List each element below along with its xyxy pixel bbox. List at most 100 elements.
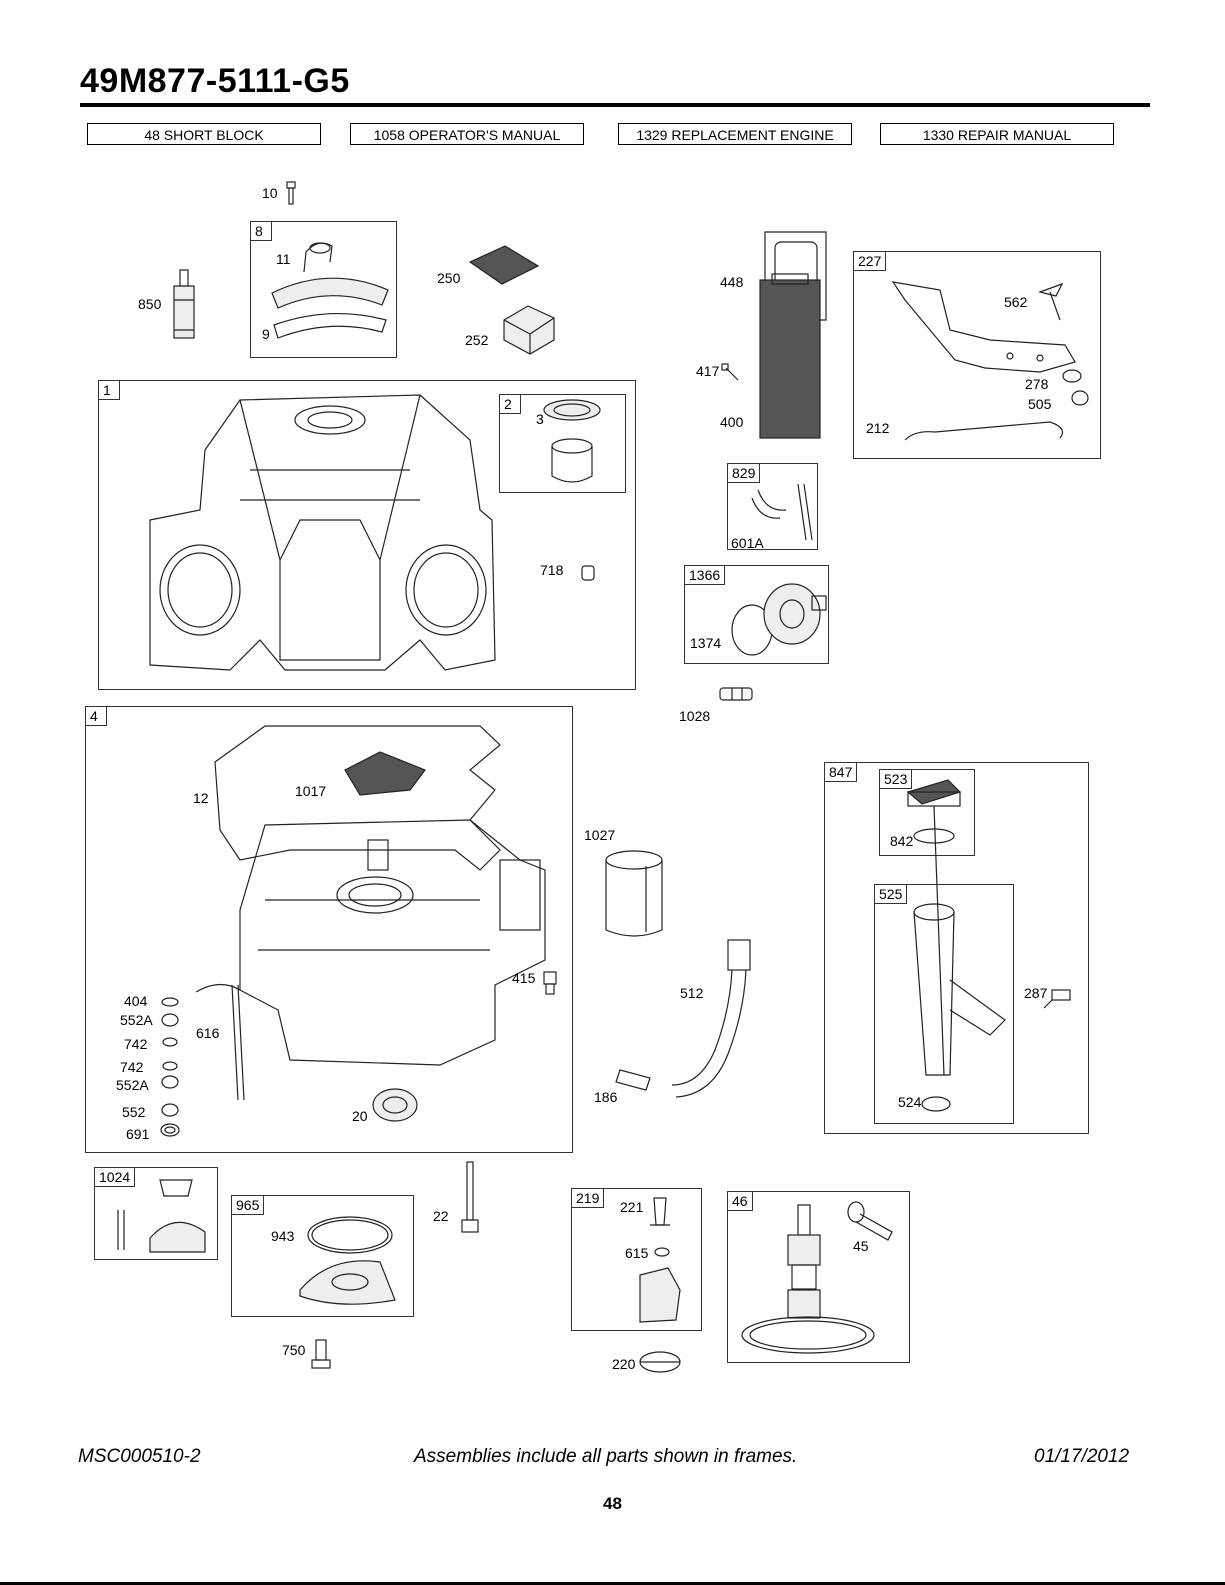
label-616: 616	[196, 1025, 220, 1041]
label-742-bottom: 742	[120, 1059, 144, 1075]
part-525-tube-drawing	[913, 903, 1006, 1076]
part-12-gasket-drawing	[214, 725, 501, 871]
part-850-sealant-tube-drawing	[173, 269, 195, 339]
frame-847[interactable]: 847	[824, 762, 1089, 1134]
label-22: 22	[433, 1208, 449, 1224]
frame-1024[interactable]: 1024	[94, 1167, 218, 1260]
label-842: 842	[890, 833, 914, 849]
label-552a-top: 552A	[120, 1012, 153, 1028]
part-20-seal-drawing	[372, 1088, 418, 1122]
operators-manual-link[interactable]: 1058 OPERATOR'S MANUAL	[350, 123, 584, 145]
label-742-top: 742	[124, 1036, 148, 1052]
part-943-ring-drawing	[307, 1216, 393, 1254]
label-505: 505	[1028, 396, 1052, 412]
part-562-stud-drawing	[1037, 282, 1064, 321]
frame-2-tag: 2	[500, 395, 521, 414]
frame-8-tag: 8	[251, 222, 272, 241]
label-20: 20	[352, 1108, 368, 1124]
label-850: 850	[138, 296, 162, 312]
label-250: 250	[437, 270, 461, 286]
part-552-bushing-drawing	[161, 1103, 179, 1117]
label-750: 750	[282, 1342, 306, 1358]
label-287: 287	[1024, 985, 1048, 1001]
frame-847-tag: 847	[825, 763, 858, 782]
frame-1366-tag: 1366	[685, 566, 726, 585]
frame-1-tag: 1	[99, 381, 120, 400]
label-415: 415	[512, 970, 536, 986]
part-220-gear-drawing	[639, 1351, 681, 1373]
frame-525-tag: 525	[875, 885, 908, 904]
label-524: 524	[898, 1094, 922, 1110]
part-601a-hose-drawing	[751, 483, 813, 541]
part-10-bolt-drawing	[286, 181, 296, 205]
part-4-sump-drawing	[239, 819, 546, 1066]
frame-227[interactable]: 227	[853, 251, 1101, 459]
part-212-link-drawing	[904, 421, 1063, 441]
replacement-engine-link[interactable]: 1329 REPLACEMENT ENGINE	[618, 123, 852, 145]
part-219-gear-drawing	[639, 1267, 681, 1323]
label-718: 718	[540, 562, 564, 578]
frame-1[interactable]: 1	[98, 380, 636, 690]
frame-965-tag: 965	[232, 1196, 265, 1215]
frame-4[interactable]: 4	[85, 706, 573, 1153]
part-252-foam-drawing	[503, 305, 555, 355]
part-45-lifter-drawing	[847, 1201, 893, 1241]
frame-219[interactable]: 219	[571, 1188, 702, 1331]
part-417-screw-drawing	[721, 363, 739, 381]
part-287-screw-drawing	[1043, 989, 1071, 1009]
label-212: 212	[866, 420, 890, 436]
label-186: 186	[594, 1089, 618, 1105]
label-943: 943	[271, 1228, 295, 1244]
label-691: 691	[126, 1126, 150, 1142]
frame-219-tag: 219	[572, 1189, 605, 1208]
page-title: 49M877-5111-G5	[80, 62, 350, 100]
part-524-oring-drawing	[921, 1096, 951, 1112]
part-742-clip2-drawing	[162, 1061, 178, 1071]
label-400: 400	[720, 414, 744, 430]
label-221: 221	[620, 1199, 644, 1215]
part-523-cap-drawing	[906, 779, 962, 807]
label-552a-bottom: 552A	[116, 1077, 149, 1093]
frame-1366[interactable]: 1366	[684, 565, 829, 664]
label-417: 417	[696, 363, 720, 379]
document-code: MSC000510-2	[78, 1446, 201, 1467]
part-616-shaft-drawing	[195, 983, 245, 1101]
part-221-pin-drawing	[650, 1197, 670, 1226]
footer-note: Assemblies include all parts shown in fr…	[414, 1446, 798, 1467]
label-45: 45	[853, 1238, 869, 1254]
label-3: 3	[536, 411, 544, 427]
frame-46[interactable]: 46	[727, 1191, 910, 1363]
frame-227-tag: 227	[854, 252, 887, 271]
frame-2[interactable]: 2	[499, 394, 626, 493]
frame-8[interactable]: 8	[250, 221, 397, 358]
label-12: 12	[193, 790, 209, 806]
title-rule	[80, 103, 1150, 107]
label-562: 562	[1004, 294, 1028, 310]
part-1024-drawing	[117, 1179, 206, 1253]
frame-829[interactable]: 829	[727, 463, 818, 550]
label-220: 220	[612, 1356, 636, 1372]
frame-525[interactable]: 525	[874, 884, 1014, 1124]
part-3-seal-drawing	[543, 399, 601, 421]
short-block-link[interactable]: 48 SHORT BLOCK	[87, 123, 321, 145]
part-8-breather-drawing	[271, 242, 389, 339]
label-601a: 601A	[731, 535, 764, 551]
part-415-plug-drawing	[543, 971, 557, 995]
frame-523-tag: 523	[880, 770, 913, 789]
part-400-oil-cooler-drawing	[759, 273, 821, 439]
part-278-505-drawing	[1062, 369, 1089, 406]
part-1366-adapter-drawing	[763, 583, 827, 645]
part-552a-bushing2-drawing	[161, 1075, 179, 1089]
repair-manual-link[interactable]: 1330 REPAIR MANUAL	[880, 123, 1114, 145]
part-965-plate-drawing	[299, 1260, 396, 1305]
frame-965[interactable]: 965	[231, 1195, 414, 1317]
label-11: 11	[276, 251, 291, 267]
part-750-pin-drawing	[311, 1339, 331, 1369]
part-512-tube-drawing	[671, 939, 751, 1098]
frame-523[interactable]: 523	[879, 769, 975, 856]
footer-date: 01/17/2012	[1034, 1446, 1130, 1467]
label-448: 448	[720, 274, 744, 290]
part-1017-screen-drawing	[344, 751, 426, 796]
label-1017: 1017	[295, 783, 327, 799]
